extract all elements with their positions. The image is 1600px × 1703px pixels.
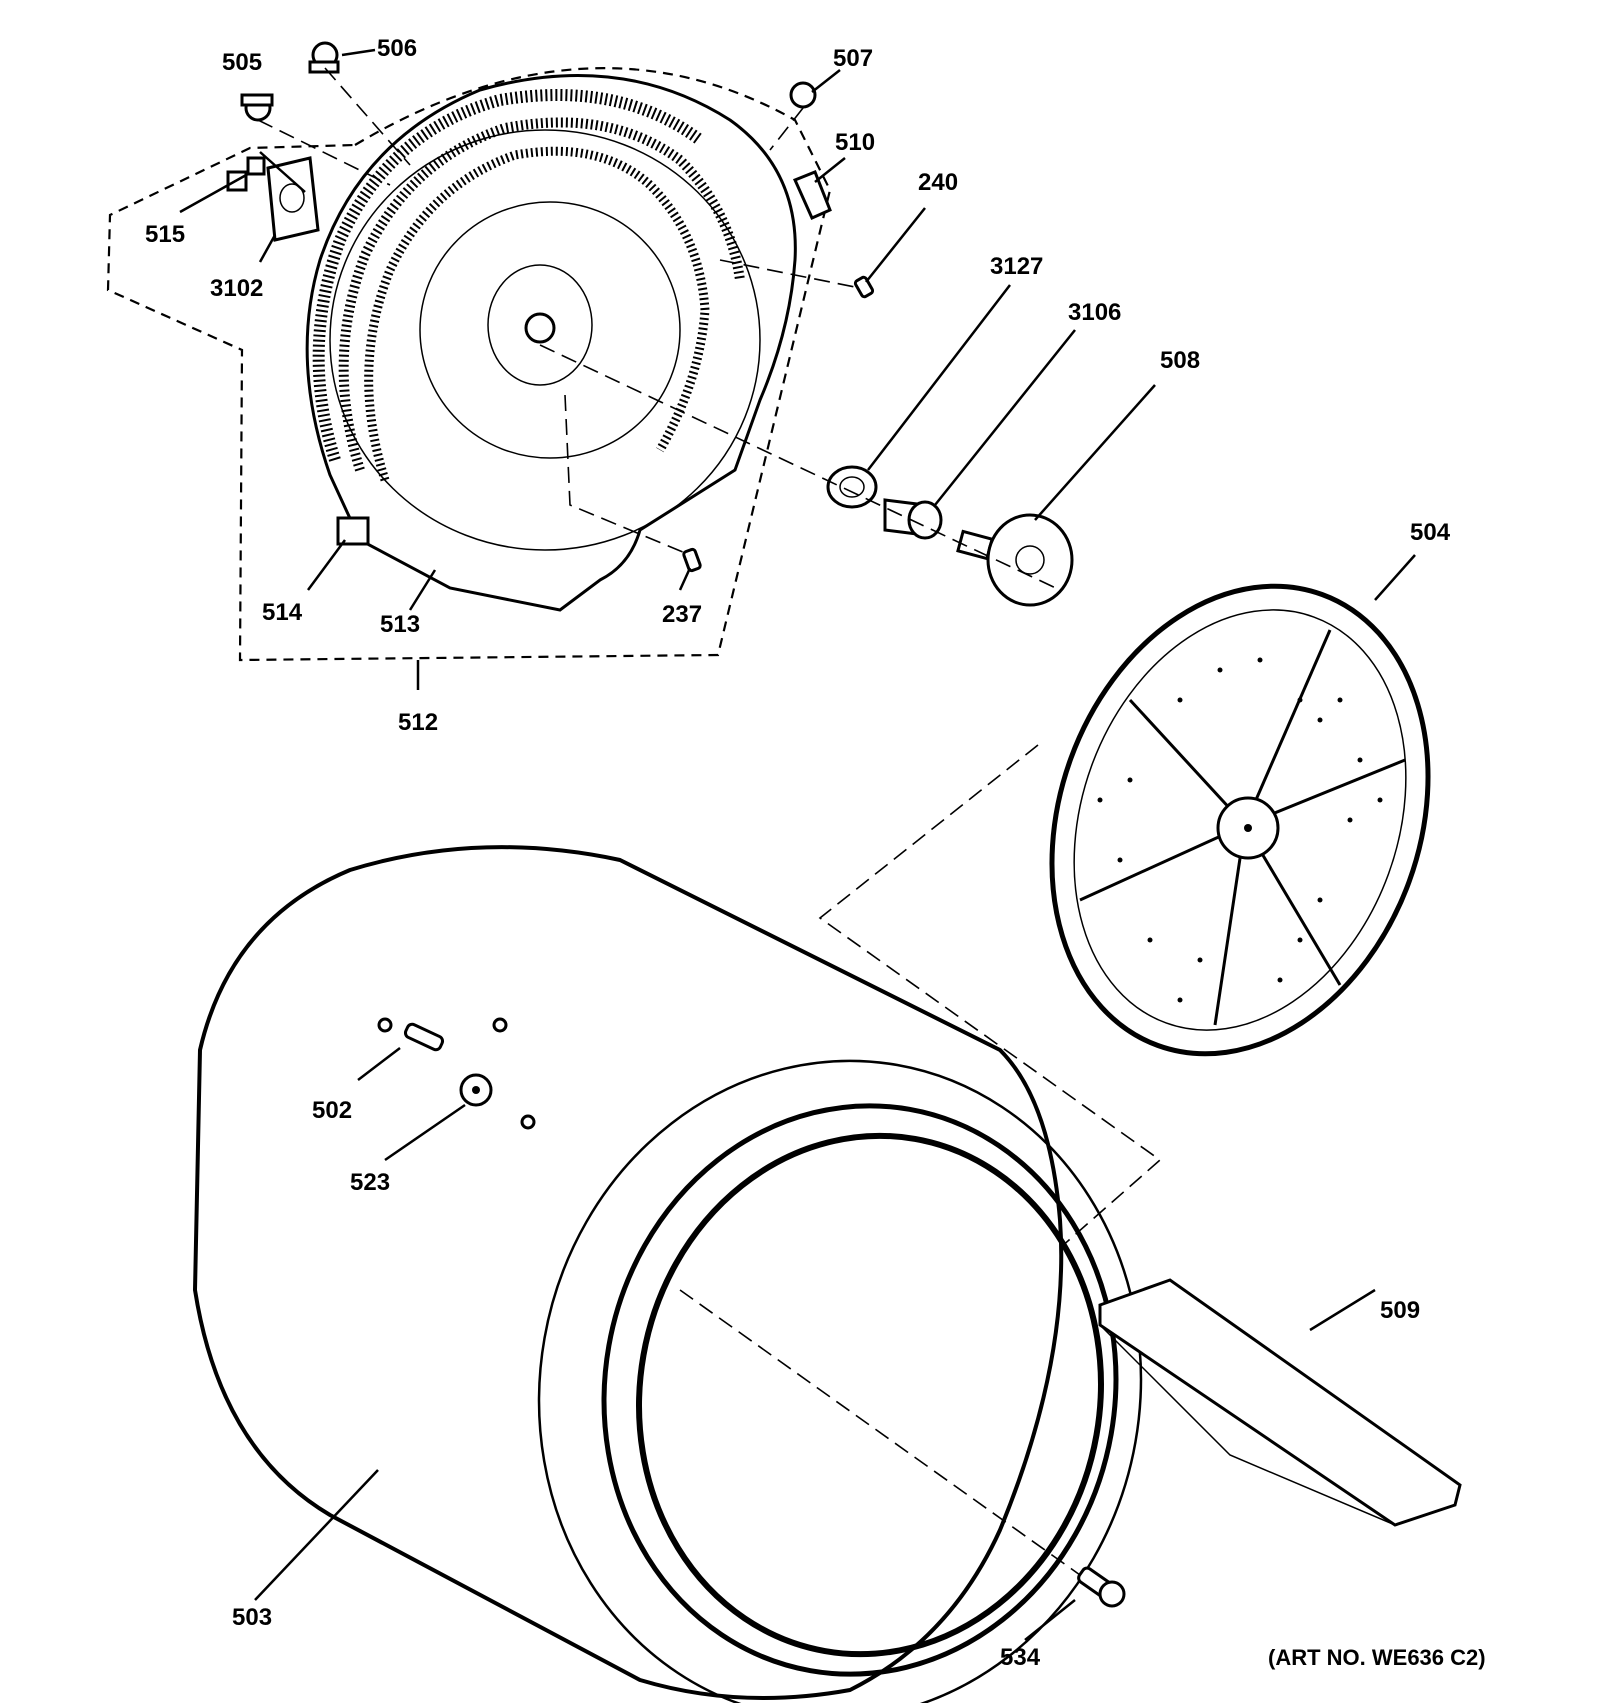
drum-lifter (1098, 1278, 1462, 1527)
callout-514: 514 (262, 599, 303, 626)
shaft-508 (956, 513, 1074, 607)
axis-line-vertical (564, 394, 691, 556)
screw-502 (403, 1022, 445, 1052)
bushing-3106 (883, 498, 943, 540)
callout-504: 504 (1410, 519, 1451, 546)
thermostat-505 (240, 93, 274, 122)
bearing-3127 (826, 465, 878, 509)
callout-506: 506 (377, 35, 417, 62)
callout-513: 513 (380, 611, 420, 638)
thermostat-506 (308, 41, 340, 74)
callout-502: 502 (312, 1097, 352, 1124)
screw-534 (1077, 1566, 1126, 1608)
dryer-drum (192, 845, 1143, 1703)
callout-515: 515 (145, 221, 185, 248)
callout-505: 505 (222, 49, 262, 76)
callout-512: 512 (398, 709, 438, 736)
callout-510: 510 (835, 129, 875, 156)
heater-inner-ring (419, 201, 681, 459)
clip-507 (789, 81, 817, 109)
assembly-512-outline (106, 67, 832, 662)
leader-lines (179, 48, 1416, 1641)
heating-coil-middle (338, 117, 745, 472)
drum-axis-line (679, 1289, 1081, 1576)
callout-503: 503 (232, 1604, 272, 1631)
callout-523: 523 (350, 1169, 390, 1196)
screw-237 (682, 547, 702, 573)
axis-line-506 (324, 67, 411, 166)
art-number: (ART NO. WE636 C2) (1268, 1645, 1486, 1670)
drum-rear-panel (1049, 583, 1431, 1057)
callout-507: 507 (833, 45, 873, 72)
axis-line-505 (257, 119, 391, 186)
callout-3102: 3102 (210, 275, 263, 302)
callout-3127: 3127 (990, 253, 1043, 280)
heater-assembly (106, 67, 832, 662)
screw-240 (853, 275, 875, 299)
terminal-block (336, 516, 370, 546)
gasket-3102 (266, 156, 320, 242)
bracket-510 (792, 170, 832, 220)
callout-237: 237 (662, 601, 702, 628)
callout-534: 534 (1000, 1644, 1041, 1671)
callout-labels: 505 506 507 510 240 3127 3106 508 515 31… (145, 35, 1486, 1671)
callout-3106: 3106 (1068, 299, 1121, 326)
heating-coil-outer (312, 89, 704, 462)
axis-line-507 (769, 107, 804, 151)
callout-240: 240 (918, 169, 958, 196)
heater-hub (524, 312, 556, 344)
callout-508: 508 (1160, 347, 1200, 374)
heater-hub-ring (487, 264, 593, 386)
callout-509: 509 (1380, 1297, 1420, 1324)
heater-inner-face (329, 129, 761, 551)
